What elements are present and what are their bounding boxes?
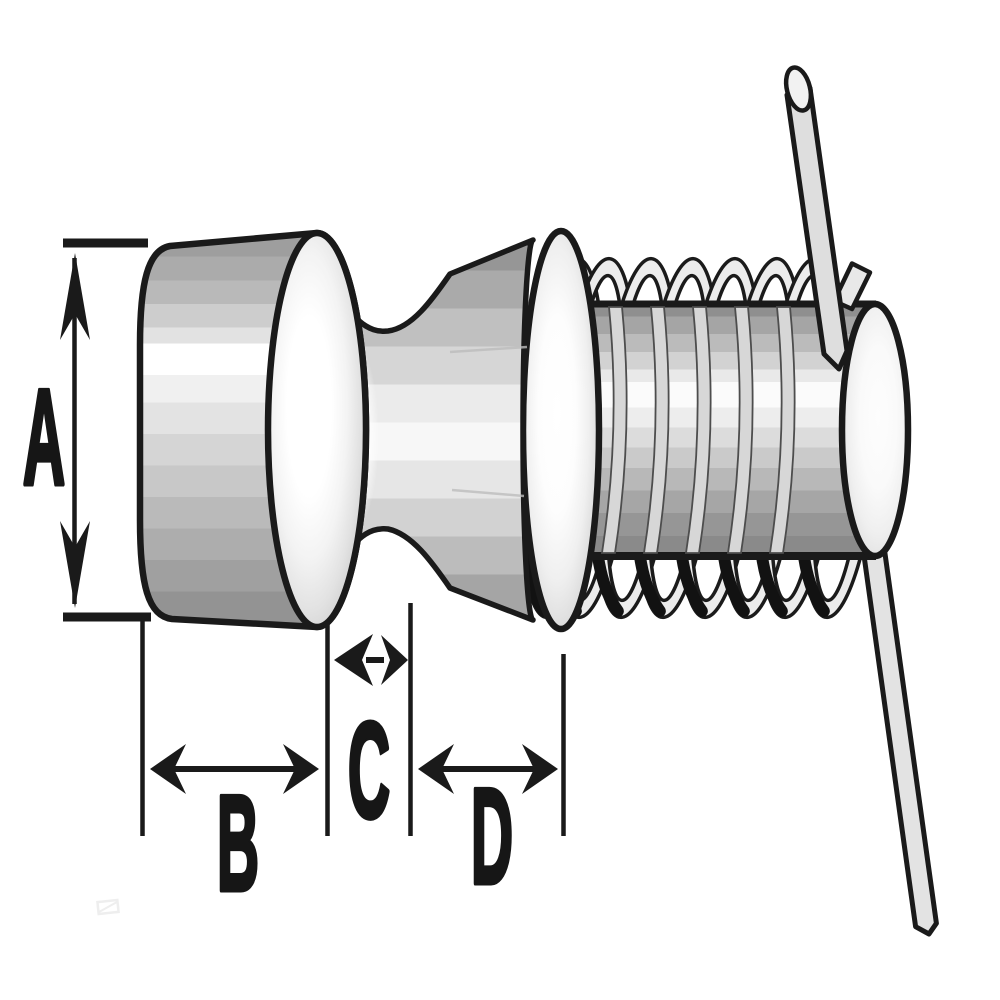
dim-c-label: C — [348, 695, 390, 847]
dim-c-arrow-right — [381, 635, 408, 685]
coil-end-stub — [831, 261, 873, 312]
dim-a-label: A — [23, 362, 65, 514]
dimension-a: A — [21, 238, 151, 622]
collar-face — [519, 227, 603, 633]
shaft-end-cap — [838, 300, 912, 560]
dim-a-arrow-up — [60, 253, 90, 340]
head-front-face — [264, 229, 370, 631]
cylindrical-head — [136, 229, 370, 631]
dim-c-arrow-left — [334, 634, 373, 686]
upper-spring-leg — [783, 65, 850, 372]
dim-d-arrow-right — [522, 744, 558, 794]
watermark-mark — [96, 898, 120, 916]
dim-b-label: B — [217, 768, 259, 920]
dimension-d: D — [408, 603, 566, 915]
dim-d-arrow-left — [418, 744, 454, 794]
dim-a-arrow-down — [60, 521, 90, 608]
dimension-b: B — [140, 613, 330, 922]
lower-spring-leg — [861, 546, 939, 937]
dim-b-arrow-left — [150, 744, 186, 794]
dim-b-arrow-right — [283, 744, 319, 794]
wire-cut-face — [783, 65, 814, 113]
dimension-c: C — [334, 634, 408, 849]
dim-d-label: D — [471, 761, 513, 913]
